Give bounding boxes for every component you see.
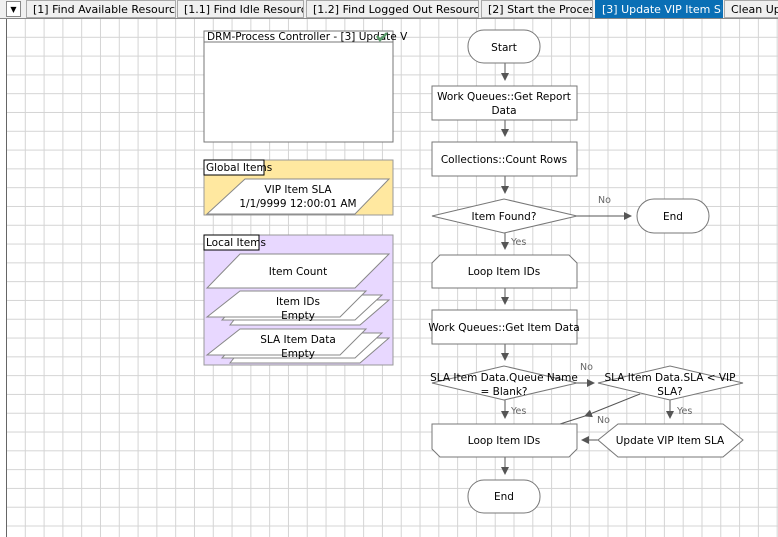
stage-label: Update VIP Item SLA bbox=[616, 435, 725, 447]
process-tab-bar: ▼ [1] Find Available Resource [1.1] Find… bbox=[0, 0, 778, 19]
data-item-value: Empty bbox=[281, 348, 315, 360]
stage-label: Loop Item IDs bbox=[468, 266, 540, 278]
local-items-label: Local Items bbox=[206, 237, 266, 249]
data-item-name: Item Count bbox=[269, 266, 327, 278]
tab-find-available-resource[interactable]: [1] Find Available Resource bbox=[26, 0, 176, 18]
process-info-box[interactable]: DRM-Process Controller - [3] Update V bbox=[203, 30, 408, 143]
no-label: No bbox=[580, 362, 593, 373]
collection-item-ids[interactable]: Item IDs Empty bbox=[205, 290, 391, 326]
data-item-value: Empty bbox=[281, 310, 315, 322]
stage-label: Loop Item IDs bbox=[468, 435, 540, 447]
tab-update-vip-item-sla[interactable]: [3] Update VIP Item SLA bbox=[595, 0, 723, 18]
data-item-vip-item-sla[interactable] bbox=[205, 178, 391, 215]
tab-find-logged-out-resource[interactable]: [1.2] Find Logged Out Resource bbox=[306, 0, 479, 18]
stage-label: Work Queues::Get Report bbox=[437, 91, 571, 103]
stage-label: SLA Item Data.Queue Name bbox=[430, 372, 578, 384]
data-item-name: Item IDs bbox=[276, 296, 320, 308]
stage-label: Item Found? bbox=[472, 211, 537, 223]
start-stage[interactable]: Start bbox=[467, 29, 541, 64]
process-info-title: DRM-Process Controller - [3] Update V bbox=[207, 31, 408, 43]
tab-start-the-process[interactable]: [2] Start the Process bbox=[481, 0, 593, 18]
local-items-panel: Local Items Item Count Item IDs Empty SL… bbox=[203, 234, 394, 366]
global-items-label: Global Items bbox=[206, 162, 272, 174]
decision-queue-name-blank[interactable]: SLA Item Data.Queue Name = Blank? bbox=[430, 365, 578, 401]
data-item-value: 1/1/9999 12:00:01 AM bbox=[239, 198, 356, 210]
global-items-panel: Global Items VIP Item SLA 1/1/9999 12:00… bbox=[203, 159, 394, 216]
action-count-rows[interactable]: Collections::Count Rows bbox=[431, 141, 578, 177]
connectors bbox=[501, 63, 674, 475]
yes-label: Yes bbox=[510, 406, 526, 417]
yes-label: Yes bbox=[510, 237, 526, 248]
process-update-vip-item-sla[interactable]: Update VIP Item SLA bbox=[597, 423, 744, 458]
tab-dropdown-button[interactable]: ▼ bbox=[6, 1, 21, 17]
tab-find-idle-resource[interactable]: [1.1] Find Idle Resource bbox=[177, 0, 304, 18]
end-stage-2[interactable]: End bbox=[467, 479, 541, 514]
data-item-name: SLA Item Data bbox=[260, 334, 336, 346]
stage-label: Start bbox=[491, 42, 517, 54]
action-get-report-data[interactable]: Work Queues::Get Report Data bbox=[431, 85, 578, 121]
stage-label: SLA? bbox=[657, 386, 683, 398]
decision-item-found[interactable]: Item Found? bbox=[431, 198, 578, 234]
loop-end-item-ids[interactable]: Loop Item IDs bbox=[431, 423, 578, 458]
data-item-name: VIP Item SLA bbox=[264, 184, 332, 196]
action-get-item-data[interactable]: Work Queues::Get Item Data bbox=[428, 309, 580, 345]
data-item-item-count[interactable] bbox=[205, 253, 391, 289]
loop-start-item-ids[interactable]: Loop Item IDs bbox=[431, 254, 578, 289]
no-label: No bbox=[598, 195, 611, 206]
collection-sla-item-data[interactable]: SLA Item Data Empty bbox=[205, 328, 391, 364]
stage-label: = Blank? bbox=[481, 386, 528, 398]
tab-clean-up[interactable]: Clean Up bbox=[724, 0, 778, 18]
stage-label: End bbox=[494, 491, 514, 503]
stage-label: Work Queues::Get Item Data bbox=[428, 322, 579, 334]
yes-label: Yes bbox=[676, 406, 692, 417]
stage-label: Data bbox=[491, 105, 516, 117]
decision-sla-less-than-vip[interactable]: SLA Item Data.SLA < VIP SLA? bbox=[597, 365, 744, 401]
published-check-icon bbox=[376, 32, 388, 42]
no-label: No bbox=[597, 415, 610, 426]
stage-label: Collections::Count Rows bbox=[441, 154, 567, 166]
stage-label: End bbox=[663, 211, 683, 223]
end-stage-1[interactable]: End bbox=[636, 198, 710, 234]
stage-label: SLA Item Data.SLA < VIP bbox=[605, 372, 736, 384]
